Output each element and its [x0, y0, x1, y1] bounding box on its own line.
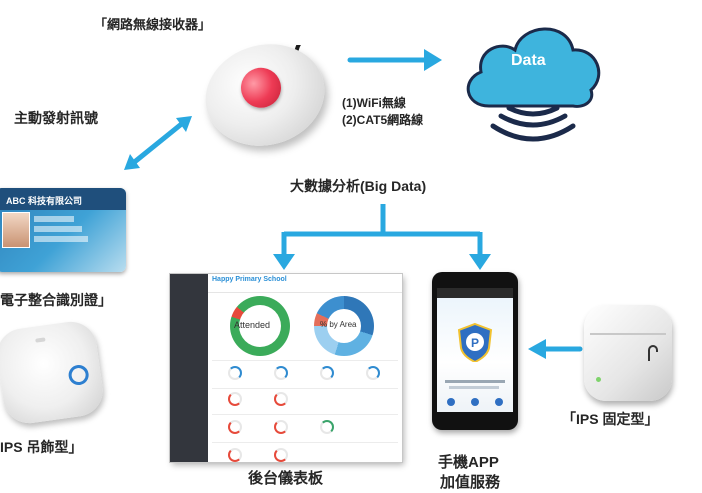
hook-slot-icon: [648, 345, 658, 361]
dashboard-sidebar: [170, 274, 208, 462]
mini-gauge: [228, 392, 242, 406]
conn-wifi-label: (1)WiFi無線: [342, 96, 406, 110]
receiver-label: 「網路無線接收器」: [94, 17, 212, 32]
attendance-gauge: [230, 296, 290, 356]
card-text-line: [34, 236, 88, 242]
dashboard-school-title: Happy Primary School: [212, 276, 287, 283]
dashboard-row-divider: [212, 414, 398, 415]
id-card-label: 電子整合識別證」: [0, 292, 112, 308]
status-led: [596, 377, 601, 382]
mini-gauge: [366, 366, 380, 380]
id-card-device: ABC 科技有限公司: [0, 188, 126, 272]
ips-pendant-device: [0, 318, 107, 427]
pendant-label: IPS 吊飾型」: [0, 439, 83, 455]
double-arrow-card-receiver: [124, 116, 192, 170]
gauge-area-label: % by Area: [320, 320, 357, 329]
mini-gauge: [274, 420, 288, 434]
mini-gauge: [228, 448, 242, 462]
mini-gauge: [320, 366, 334, 380]
cloud-label: Data: [511, 52, 546, 69]
area-pie-chart: [314, 296, 374, 356]
card-photo: [2, 212, 30, 248]
app-shield-icon: P: [457, 322, 493, 362]
mini-gauge: [228, 420, 242, 434]
card-text-line: [34, 216, 74, 222]
receiver-red-button: [236, 63, 286, 113]
gauge-attended-label: Attended: [234, 320, 271, 330]
app-label-line2: 加值服務: [440, 474, 501, 491]
arrow-fixed-to-phone: [528, 339, 583, 359]
cloud-icon: [466, 27, 601, 142]
card-company-name: ABC 科技有限公司: [6, 196, 82, 206]
branch-arrows: [273, 204, 491, 270]
dashboard-row-divider: [212, 388, 398, 389]
tag-ring-icon: [67, 363, 90, 387]
smartphone-device: P: [432, 272, 518, 430]
card-header-strip: [0, 188, 126, 210]
tag-hole: [35, 337, 46, 343]
dashboard-row-divider: [212, 360, 398, 361]
arrow-to-cloud: [347, 49, 442, 71]
mini-gauge: [274, 392, 288, 406]
dashboard-row-divider: [212, 442, 398, 443]
mini-gauge: [228, 366, 242, 380]
conn-cat5-label: (2)CAT5網路線: [342, 113, 424, 127]
dashboard-screenshot: Happy Primary School Attended % by Area: [170, 274, 402, 462]
big-data-label: 大數據分析(Big Data): [290, 178, 427, 194]
phone-screen: P: [437, 288, 513, 412]
fixed-label: 「IPS 固定型」: [562, 411, 659, 427]
wireless-receiver-device: [194, 31, 336, 159]
mini-gauge: [274, 448, 288, 462]
svg-text:P: P: [471, 336, 479, 350]
dashboard-label: 後台儀表板: [248, 470, 324, 487]
ips-fixed-device: [584, 305, 672, 401]
mini-gauge: [320, 420, 334, 434]
dashboard-header: [208, 274, 402, 293]
app-label-line1: 手機APP: [438, 454, 499, 471]
emit-signal-label: 主動發射訊號: [14, 110, 98, 126]
device-seam: [590, 333, 666, 335]
mini-gauge: [274, 366, 288, 380]
card-text-line: [34, 226, 82, 232]
data-cloud: Data: [455, 10, 615, 150]
